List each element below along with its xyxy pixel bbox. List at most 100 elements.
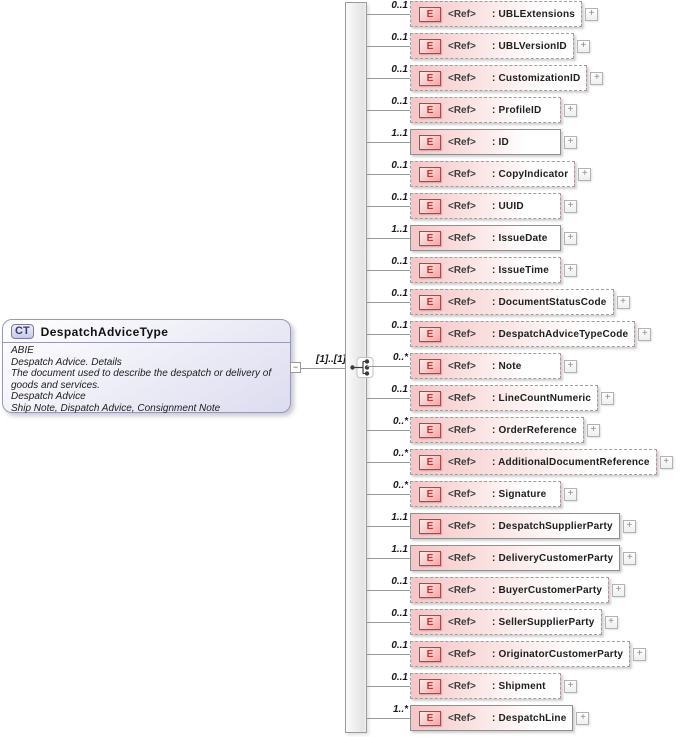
element-name: : LineCountNumeric bbox=[492, 392, 592, 404]
element-row: 0..1 E <Ref> : CustomizationID + bbox=[367, 64, 604, 91]
expand-button[interactable]: + bbox=[604, 615, 618, 629]
element-cardinality: 0..1 bbox=[391, 256, 408, 267]
expand-button[interactable]: + bbox=[564, 135, 577, 149]
element-box[interactable]: E <Ref> : DespatchSupplierParty bbox=[410, 513, 620, 539]
element-row: 0..1 E <Ref> : UBLExtensions + bbox=[367, 0, 599, 27]
element-kind-badge: E bbox=[419, 518, 441, 534]
element-box[interactable]: E <Ref> : ID bbox=[410, 129, 561, 155]
expand-button[interactable]: + bbox=[564, 263, 577, 277]
expand-button[interactable]: + bbox=[590, 71, 604, 85]
element-box[interactable]: E <Ref> : DespatchAdviceTypeCode bbox=[410, 321, 636, 347]
element-box[interactable]: E <Ref> : ProfileID bbox=[410, 97, 561, 123]
element-box[interactable]: E <Ref> : OrderReference bbox=[410, 417, 584, 443]
element-row: 0..1 E <Ref> : IssueTime + bbox=[367, 256, 577, 283]
expand-button[interactable]: + bbox=[564, 359, 577, 373]
element-box[interactable]: E <Ref> : BuyerCustomerParty bbox=[410, 577, 610, 603]
element-box[interactable]: E <Ref> : Signature bbox=[410, 481, 561, 507]
element-ref-label: <Ref> bbox=[448, 616, 476, 628]
element-ref-label: <Ref> bbox=[448, 424, 476, 436]
expand-button[interactable]: + bbox=[638, 327, 652, 341]
element-name: : UBLExtensions bbox=[492, 8, 576, 20]
element-row: 0..1 E <Ref> : LineCountNumeric + bbox=[367, 384, 615, 411]
element-cardinality: 0..1 bbox=[391, 608, 408, 619]
element-kind-badge: E bbox=[419, 198, 441, 214]
expand-button[interactable]: + bbox=[659, 455, 673, 469]
expand-button[interactable]: + bbox=[564, 103, 577, 117]
element-box[interactable]: E <Ref> : OriginatorCustomerParty bbox=[410, 641, 631, 667]
annotation-line: Ship Note, Dispatch Advice, Consignment … bbox=[11, 402, 221, 414]
expand-button[interactable]: + bbox=[564, 487, 577, 501]
element-box[interactable]: E <Ref> : IssueTime bbox=[410, 257, 561, 283]
element-ref-label: <Ref> bbox=[448, 296, 476, 308]
element-row: 0..1 E <Ref> : SellerSupplierParty + bbox=[367, 608, 618, 635]
annotation-line: Despatch Advice bbox=[11, 391, 86, 402]
sequence-compositor-icon[interactable] bbox=[349, 356, 376, 380]
element-box[interactable]: E <Ref> : DocumentStatusCode bbox=[410, 289, 614, 315]
element-name: : DespatchLine bbox=[492, 712, 567, 724]
expand-button[interactable]: + bbox=[622, 519, 636, 533]
element-box[interactable]: E <Ref> : CopyIndicator bbox=[410, 161, 576, 187]
element-name: : DespatchAdviceTypeCode bbox=[492, 328, 629, 340]
element-row: 0..* E <Ref> : Note + bbox=[367, 352, 577, 379]
expand-button[interactable]: + bbox=[612, 583, 626, 597]
element-box[interactable]: E <Ref> : UBLExtensions bbox=[410, 1, 583, 27]
element-box[interactable]: E <Ref> : UBLVersionID bbox=[410, 33, 574, 59]
element-kind-badge: E bbox=[419, 646, 441, 662]
element-box[interactable]: E <Ref> : CustomizationID bbox=[410, 65, 588, 91]
expand-button[interactable]: + bbox=[623, 551, 637, 565]
element-cardinality: 0..1 bbox=[391, 192, 408, 203]
expand-button[interactable]: + bbox=[576, 39, 590, 53]
element-name: : DocumentStatusCode bbox=[492, 296, 607, 308]
element-name: : CustomizationID bbox=[492, 72, 581, 84]
element-box[interactable]: E <Ref> : DeliveryCustomerParty bbox=[410, 545, 621, 571]
element-row: 0..1 E <Ref> : DocumentStatusCode + bbox=[367, 288, 630, 315]
element-ref-label: <Ref> bbox=[448, 232, 476, 244]
expand-button[interactable]: + bbox=[586, 423, 600, 437]
expand-button[interactable]: + bbox=[576, 711, 590, 725]
expand-button[interactable]: + bbox=[578, 167, 592, 181]
expand-button[interactable]: + bbox=[616, 295, 630, 309]
element-cardinality: 1..1 bbox=[391, 544, 408, 555]
element-cardinality: 0..1 bbox=[391, 320, 408, 331]
element-kind-badge: E bbox=[419, 422, 441, 438]
element-ref-label: <Ref> bbox=[448, 72, 476, 84]
element-ref-label: <Ref> bbox=[448, 648, 476, 660]
expand-button[interactable]: + bbox=[601, 391, 615, 405]
element-box[interactable]: E <Ref> : IssueDate bbox=[410, 225, 561, 251]
element-cardinality: 0..* bbox=[392, 352, 408, 363]
annotation-line: The document used to describe the despat… bbox=[11, 368, 272, 391]
element-box[interactable]: E <Ref> : AdditionalDocumentReference bbox=[410, 449, 657, 475]
element-ref-label: <Ref> bbox=[448, 392, 476, 404]
element-cardinality: 1..1 bbox=[391, 224, 408, 235]
connector-line bbox=[367, 621, 410, 623]
connector-line bbox=[367, 429, 410, 431]
element-name: : AdditionalDocumentReference bbox=[492, 456, 650, 468]
element-kind-badge: E bbox=[419, 326, 441, 342]
collapse-toggle-button[interactable]: − bbox=[290, 362, 301, 373]
complex-type-box[interactable]: CT DespatchAdviceType ABIE Despatch Advi… bbox=[2, 319, 291, 414]
element-box[interactable]: E <Ref> : Shipment bbox=[410, 673, 561, 699]
connector-line bbox=[367, 653, 410, 655]
element-box[interactable]: E <Ref> : UUID bbox=[410, 193, 561, 219]
element-ref-label: <Ref> bbox=[448, 40, 476, 52]
expand-button[interactable]: + bbox=[633, 647, 647, 661]
connector-line bbox=[367, 141, 410, 143]
expand-button[interactable]: + bbox=[564, 199, 577, 213]
element-row: 1..1 E <Ref> : ID + bbox=[367, 128, 577, 155]
element-ref-label: <Ref> bbox=[448, 8, 476, 20]
connector-line bbox=[367, 77, 410, 79]
element-kind-badge: E bbox=[419, 582, 441, 598]
element-box[interactable]: E <Ref> : DespatchLine bbox=[410, 705, 574, 731]
element-name: : OriginatorCustomerParty bbox=[492, 648, 624, 660]
connector-line bbox=[367, 365, 410, 367]
expand-button[interactable]: + bbox=[564, 231, 577, 245]
element-box[interactable]: E <Ref> : LineCountNumeric bbox=[410, 385, 599, 411]
element-row: 0..1 E <Ref> : ProfileID + bbox=[367, 96, 577, 123]
connector-line bbox=[367, 301, 410, 303]
element-box[interactable]: E <Ref> : Note bbox=[410, 353, 561, 379]
element-ref-label: <Ref> bbox=[448, 360, 476, 372]
expand-button[interactable]: + bbox=[585, 7, 599, 21]
element-box[interactable]: E <Ref> : SellerSupplierParty bbox=[410, 609, 602, 635]
expand-button[interactable]: + bbox=[564, 679, 577, 693]
